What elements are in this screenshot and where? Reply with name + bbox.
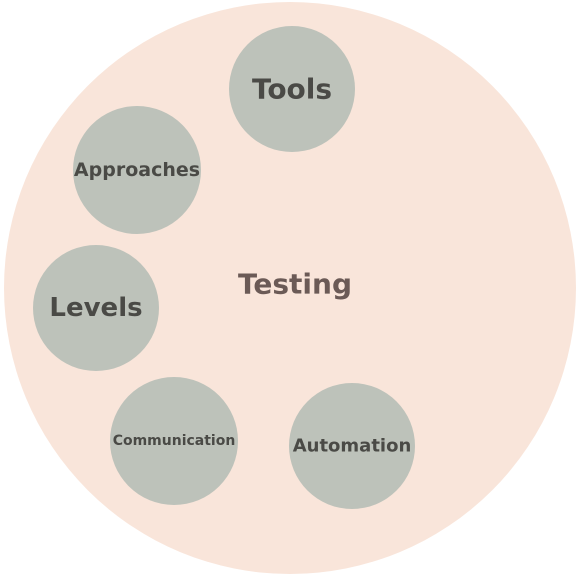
- center-label: Testing: [238, 268, 352, 301]
- node-levels-label: Levels: [49, 293, 142, 323]
- node-tools-label: Tools: [252, 73, 332, 106]
- node-tools: Tools: [229, 26, 355, 152]
- node-levels: Levels: [33, 245, 159, 371]
- node-communication: Communication: [110, 377, 238, 505]
- node-automation-circle: [289, 383, 415, 509]
- node-levels-circle: [33, 245, 159, 371]
- node-communication-label: Communication: [113, 433, 236, 449]
- node-automation: Automation: [289, 383, 415, 509]
- node-approaches: Approaches: [73, 106, 201, 234]
- node-communication-circle: [110, 377, 238, 505]
- node-tools-circle: [229, 26, 355, 152]
- node-approaches-label: Approaches: [74, 159, 200, 181]
- node-approaches-circle: [73, 106, 201, 234]
- node-automation-label: Automation: [293, 436, 412, 457]
